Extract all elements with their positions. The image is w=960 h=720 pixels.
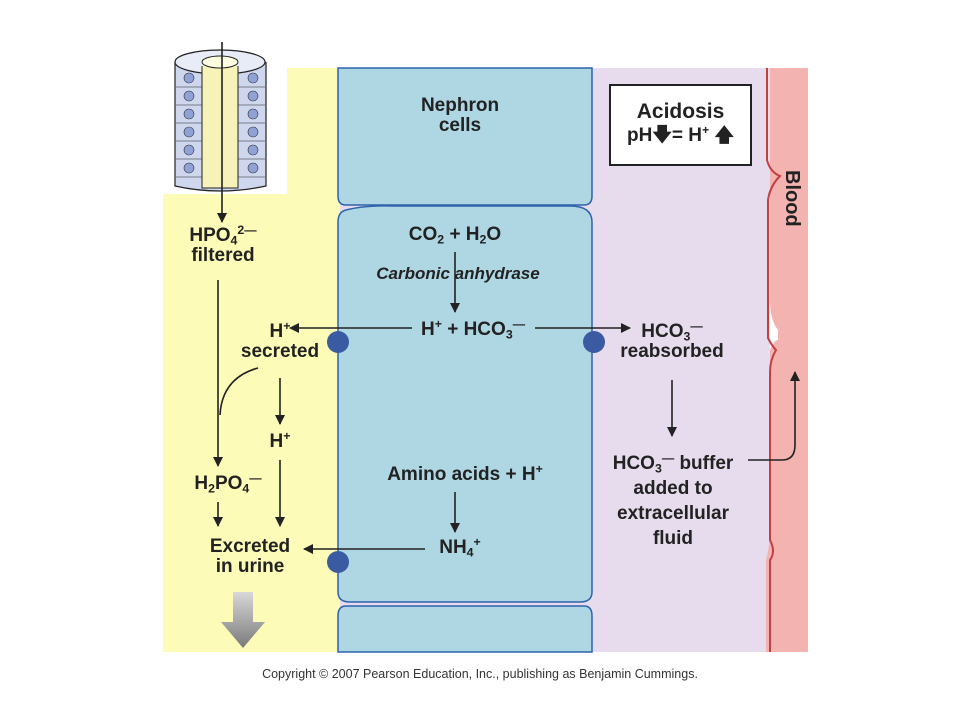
down-arrow-icon: 🡇 [652, 125, 672, 146]
blood-label: Blood [781, 170, 803, 227]
nephron-cell-top [337, 67, 593, 206]
transporter-nh4 [327, 551, 349, 573]
buffer-label: HCO3— buffer added to extracellular flui… [612, 451, 734, 550]
acidosis-equation: pH🡇= H+ 🡅 [626, 123, 734, 146]
nh4-label: NH4+ [439, 535, 481, 560]
carbonic-anhydrase-label: Carbonic anhydrase [376, 264, 540, 283]
acidosis-box [609, 84, 752, 166]
copyright-text: Copyright © 2007 Pearson Education, Inc.… [262, 667, 698, 681]
nephron-cell-middle [337, 205, 593, 603]
co2-h2o-label: CO2 + H2O [408, 224, 502, 247]
arrow-h-to-h2po4-curve [219, 367, 259, 416]
nephron-cell-bottom [337, 605, 593, 653]
acidosis-title: Acidosis [636, 100, 725, 123]
hpo4-filtered-label: HPO42— filtered [189, 223, 257, 266]
tubule-illustration [174, 49, 267, 192]
blood-vessel [766, 68, 808, 652]
h-ion-label: H+ [269, 429, 291, 452]
excretion-arrow [221, 592, 265, 648]
hco3-reabsorbed-label: HCO3— reabsorbed [620, 319, 724, 362]
up-arrow-icon: 🡅 [709, 125, 734, 146]
transporter-h [327, 331, 349, 353]
blood-vessel-wall [766, 68, 782, 652]
amino-acids-label: Amino acids + H+ [387, 462, 543, 485]
h-hco3-label: H+ + HCO3— [420, 317, 526, 342]
h-secreted-label: H+ secreted [240, 319, 320, 362]
h2po4-label: H2PO4— [194, 471, 262, 496]
arrow-buffer-to-blood [748, 371, 800, 461]
transporter-hco3 [583, 331, 605, 353]
